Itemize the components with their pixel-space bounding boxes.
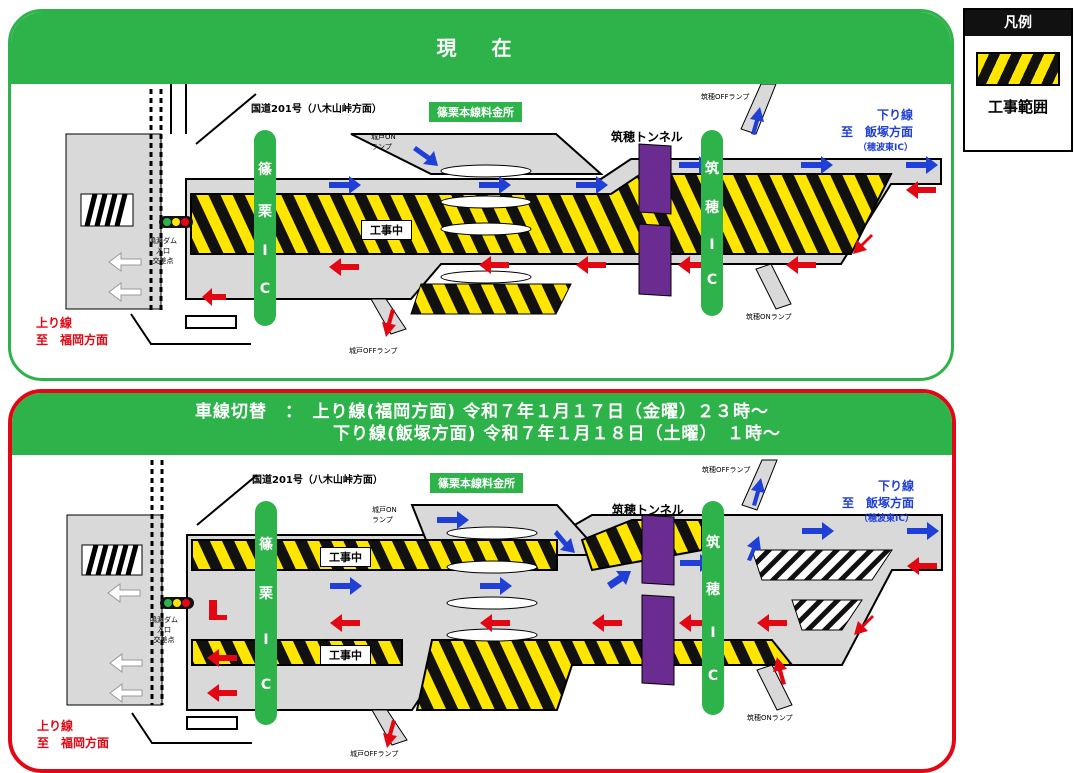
up-line-arrows [202, 181, 936, 337]
up-line-title: 上り線 [36, 316, 73, 330]
toll-label: 篠栗本線料金所 [429, 102, 522, 122]
sasaguri-ic-marker: 篠 栗 I C [255, 501, 277, 725]
legend: 凡例 工事範囲 [963, 8, 1073, 152]
tunnel-upper [641, 514, 675, 586]
construction-swatch [976, 52, 1060, 86]
current-header: 現 在 [11, 12, 951, 84]
up-line-label: 上り線 至 福岡方面 [37, 717, 109, 751]
legend-label: 工事範囲 [987, 98, 1048, 116]
chikuho-on-label: 筑穂ONランプ [746, 313, 792, 321]
work-label-upper: 工事中 [320, 547, 371, 567]
legend-title: 凡例 [965, 10, 1071, 36]
signal-label: 鳴淵ダム 入口 交差点 [149, 237, 177, 265]
chikuho-ic-marker: 筑 穂 I C [701, 130, 723, 316]
down-line-label: 下り線 至 飯塚方面 （穂波東IC） [841, 106, 913, 153]
shirado-off-label: 城戸OFFランプ [349, 347, 398, 355]
switch-road-map: 国道201号（八木山峠方面） 篠栗本線料金所 城戸ON ランプ 城戸OFFランプ… [12, 455, 952, 769]
work-label: 工事中 [361, 220, 412, 240]
current-road-map: 国道201号（八木山峠方面） 篠栗本線料金所 城戸ON ランプ 城戸OFFランプ… [11, 84, 951, 378]
switch-panel: 車線切替 ： 上り線(福岡方面) 令和７年１月１７日（金曜）２３時～ 下り線(飯… [8, 389, 956, 773]
crosswalk [80, 193, 134, 227]
up-line-arrows [207, 557, 937, 748]
switch-road-svg [66, 459, 943, 748]
down-line-dest: 至 飯塚方面 [842, 496, 915, 510]
signal-label: 鳴淵ダム 入口 交差点 [150, 616, 178, 644]
switch-header-line2: 下り線(飯塚方面) 令和７年１月１８日（土曜） １時～ [333, 424, 781, 444]
chikuho-off-label: 筑穂OFFランプ [701, 93, 750, 101]
tunnel-upper [638, 143, 672, 215]
sasaguri-ic-marker: 篠 栗 I C [254, 130, 276, 326]
up-line-label: 上り線 至 福岡方面 [36, 314, 108, 348]
chikuho-off-label: 筑穂OFFランプ [702, 466, 751, 474]
current-road-svg [65, 84, 942, 345]
hatched-zone-lower [791, 599, 863, 631]
tunnel-label: 筑穂トンネル [611, 130, 683, 144]
shirado-on-label: 城戸ON ランプ [372, 506, 397, 524]
current-panel: 現 在 [8, 9, 954, 381]
route-label: 国道201号（八木山峠方面） [251, 104, 382, 115]
tunnel-lower [641, 594, 675, 686]
tunnel-label: 筑穂トンネル [612, 503, 684, 517]
down-line-title: 下り線 [878, 479, 915, 493]
tunnel-lower [638, 223, 672, 297]
down-line-ic: （穂波東IC） [858, 143, 914, 153]
down-line-label: 下り線 至 飯塚方面 （穂波東IC） [842, 477, 914, 524]
up-line-title: 上り線 [37, 719, 74, 733]
chikuho-ic-marker: 筑 穂 I C [702, 501, 724, 715]
hatched-zone-upper [751, 549, 893, 581]
up-line-dest: 至 福岡方面 [36, 333, 109, 347]
route-label: 国道201号（八木山峠方面） [252, 475, 383, 486]
toll-label: 篠栗本線料金所 [430, 473, 523, 493]
chikuho-on-label: 筑穂ONランプ [747, 714, 793, 722]
down-line-dest: 至 飯塚方面 [841, 125, 914, 139]
switch-header-line1: 車線切替 ： 上り線(福岡方面) 令和７年１月１７日（金曜）２３時～ [195, 402, 769, 422]
down-line-title: 下り線 [877, 108, 914, 122]
shirado-on-label: 城戸ON ランプ [371, 133, 396, 151]
shirado-off-label: 城戸OFFランプ [350, 750, 399, 758]
work-label-lower: 工事中 [320, 645, 371, 665]
crosswalk [81, 544, 143, 576]
down-line-ic: （穂波東IC） [859, 514, 915, 524]
switch-header: 車線切替 ： 上り線(福岡方面) 令和７年１月１７日（金曜）２３時～ 下り線(飯… [12, 393, 952, 455]
up-line-dest: 至 福岡方面 [37, 736, 110, 750]
